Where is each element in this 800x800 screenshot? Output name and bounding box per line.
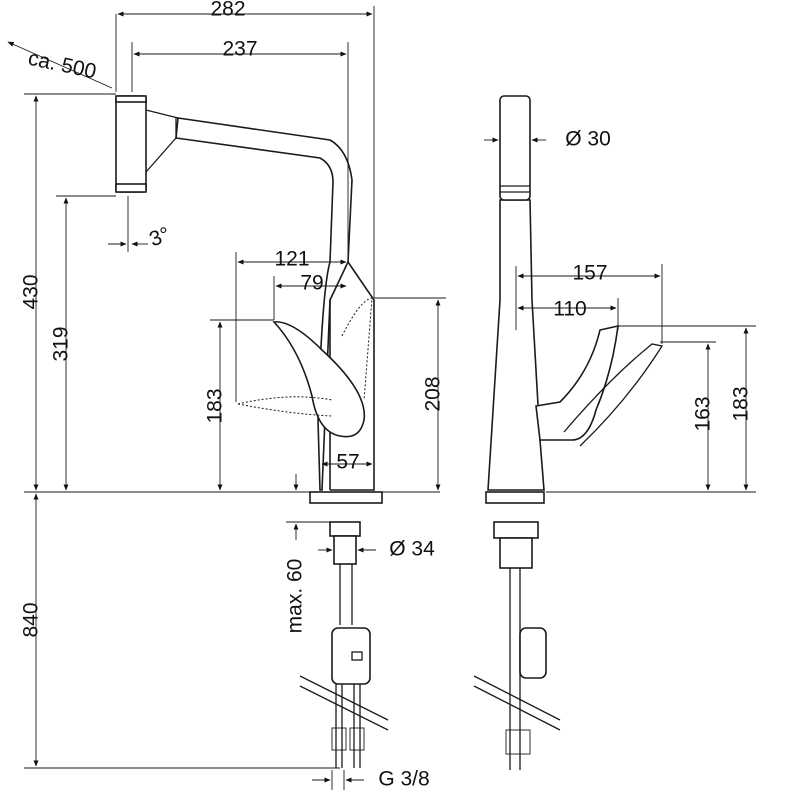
dim-max-deck-thickness: max. 60 xyxy=(284,559,307,634)
side-lever xyxy=(535,324,619,441)
dim-height-spout-outlet: 319 xyxy=(50,326,73,361)
dim-spout-reach: 237 xyxy=(222,38,257,61)
dim-lever-swing-height: 183 xyxy=(204,388,227,423)
front-deck-plate xyxy=(309,491,383,504)
side-body-column xyxy=(487,199,545,491)
dim-lever-projection-short: 110 xyxy=(553,298,586,321)
front-shank-nut xyxy=(329,521,361,537)
dim-lever-projection: 157 xyxy=(572,262,607,285)
dim-spout-diameter: Ø 30 xyxy=(565,128,611,151)
dim-handle-height: 208 xyxy=(422,376,445,411)
front-body-column xyxy=(175,117,353,491)
side-spout-head xyxy=(499,95,531,201)
dim-below-deck-length: 840 xyxy=(20,602,43,637)
dim-lever-reach: 121 xyxy=(274,248,309,271)
dim-side-lever-height-max: 183 xyxy=(730,386,753,421)
dim-connection-thread: G 3/8 xyxy=(378,768,429,791)
dim-base-width: 57 xyxy=(336,451,359,474)
dimension-lines xyxy=(7,6,756,790)
front-lever xyxy=(272,321,366,438)
side-deck-plate xyxy=(485,491,545,504)
front-spout-head xyxy=(115,95,147,193)
dim-height-total: 430 xyxy=(20,274,43,309)
dim-overall-width: 282 xyxy=(210,0,245,21)
dim-lever-reach-short: 79 xyxy=(300,272,323,295)
side-lever-alt-position xyxy=(563,343,664,447)
side-view-faucet xyxy=(473,95,664,770)
front-control-box xyxy=(331,627,371,685)
dim-mounting-diameter: Ø 34 xyxy=(389,538,435,561)
side-control-box xyxy=(519,627,547,679)
dim-hose-length: ca. 500 xyxy=(26,47,98,84)
front-view-faucet xyxy=(115,95,389,768)
dim-side-lever-height: 163 xyxy=(692,396,715,431)
dim-spout-tilt: 3° xyxy=(146,223,173,251)
